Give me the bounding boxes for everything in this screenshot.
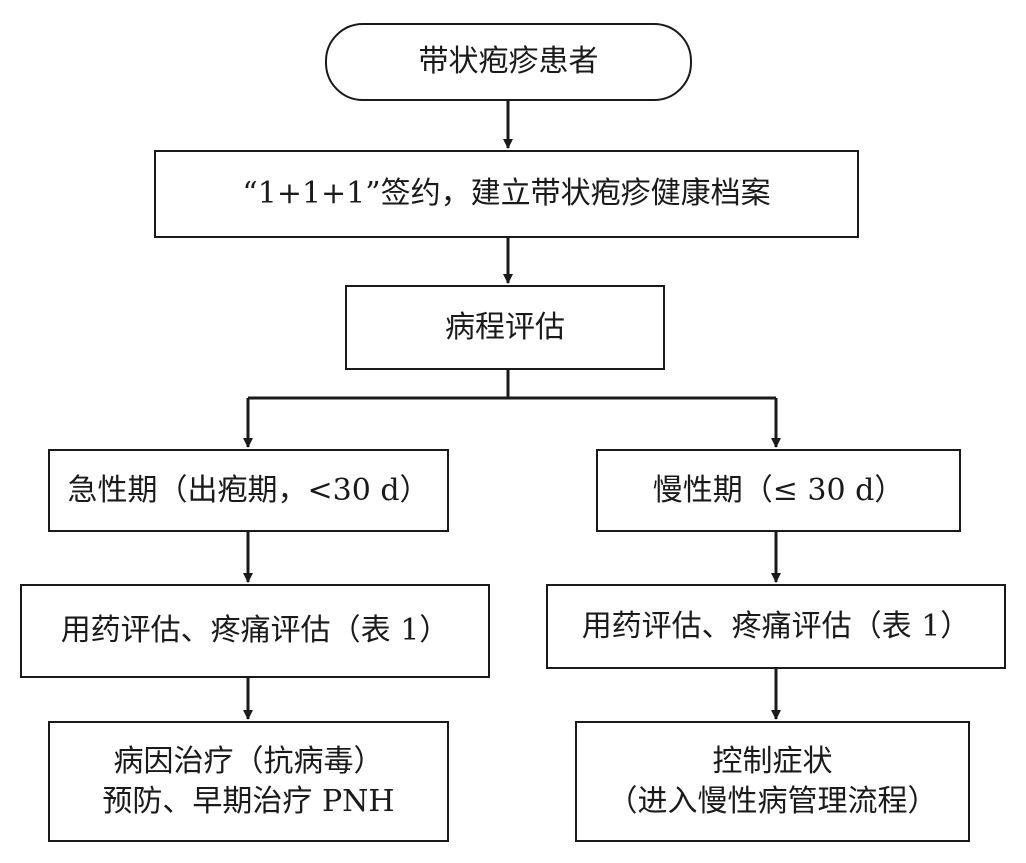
acute-phase-node: 急性期（出疱期，<30 d） — [48, 449, 449, 532]
left-treatment-line-1: 病因治疗（抗病毒） — [113, 743, 384, 779]
start-node-label: 带状疱疹患者 — [418, 44, 599, 79]
right-evaluation-label: 用药评估、疼痛评估（表 1） — [581, 608, 971, 644]
assessment-node-label: 病程评估 — [445, 309, 565, 345]
right-treatment-node: 控制症状 （进入慢性病管理流程） — [575, 721, 970, 842]
signing-node-label: “1+1+1”签约，建立带状疱疹健康档案 — [242, 176, 771, 211]
signing-node: “1+1+1”签约，建立带状疱疹健康档案 — [154, 150, 859, 238]
chronic-phase-label: 慢性期（≤ 30 d） — [652, 472, 905, 508]
acute-phase-label: 急性期（出疱期，<30 d） — [67, 472, 430, 508]
start-node: 带状疱疹患者 — [325, 23, 692, 101]
right-evaluation-node: 用药评估、疼痛评估（表 1） — [546, 584, 1006, 669]
right-treatment-line-2: （进入慢性病管理流程） — [607, 783, 938, 819]
assessment-node: 病程评估 — [345, 285, 665, 370]
left-treatment-line-2: 预防、早期治疗 PNH — [102, 783, 395, 819]
left-evaluation-node: 用药评估、疼痛评估（表 1） — [20, 584, 490, 678]
chronic-phase-node: 慢性期（≤ 30 d） — [596, 449, 961, 532]
left-evaluation-label: 用药评估、疼痛评估（表 1） — [60, 613, 450, 648]
left-treatment-node: 病因治疗（抗病毒） 预防、早期治疗 PNH — [48, 721, 449, 842]
right-treatment-line-1: 控制症状 — [712, 743, 833, 779]
